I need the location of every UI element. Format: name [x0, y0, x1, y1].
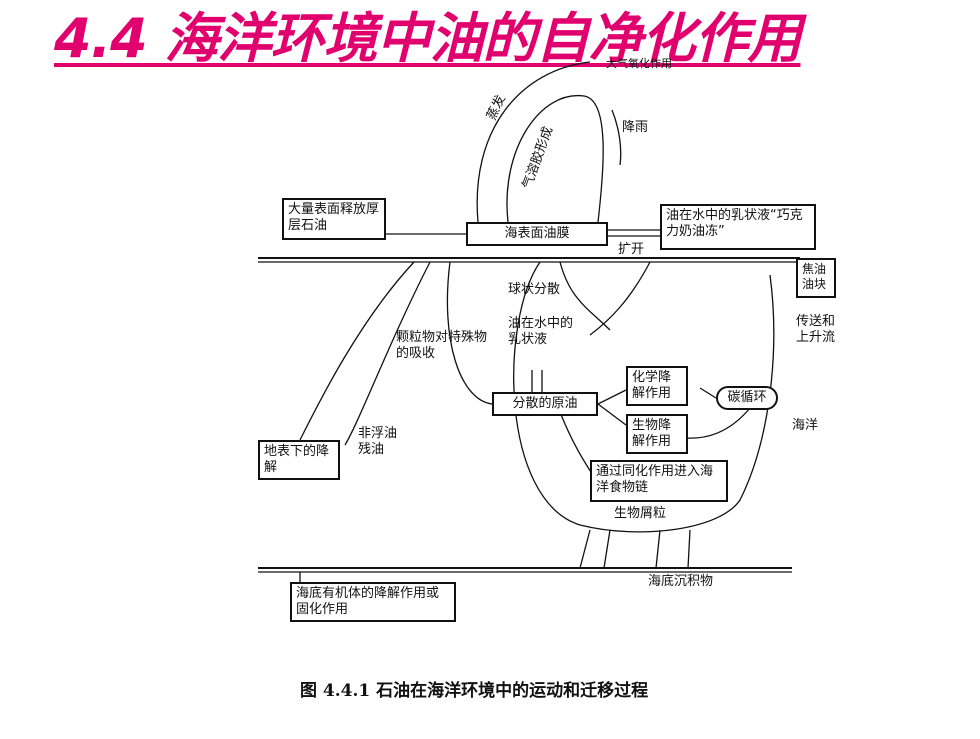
sediment-label: 海底沉积物: [648, 574, 714, 589]
dispersed-oil-box: 分散的原油: [492, 392, 598, 416]
seabed-degrade-box: 海底有机体的降解作用或固化作用: [290, 582, 456, 622]
spreading-label: 扩开: [618, 242, 645, 257]
subsurface-degrade-box: 地表下的降解: [258, 440, 340, 480]
bio-degrade-box: 生物降解作用: [626, 414, 688, 454]
surface-slick-box: 海表面油膜: [466, 222, 608, 246]
bio-debris-label: 生物屑粒: [614, 506, 667, 521]
nonfloating-label: 非浮油残油: [358, 426, 398, 457]
chem-degrade-box: 化学降解作用: [626, 366, 688, 406]
rain-label: 降雨: [622, 120, 649, 135]
food-chain-box: 通过同化作用进入海洋食物链: [590, 460, 728, 502]
carbon-cycle-box: 碳循环: [716, 386, 778, 410]
tar-ball-box: 焦油油块: [796, 258, 836, 298]
oil-in-water-label: 油在水中的乳状液: [508, 316, 574, 347]
spherical-dispersion-label: 球状分散: [508, 282, 561, 297]
slide-title: 4.4 海洋环境中油的自净化作用: [54, 7, 801, 70]
emulsion-box: 油在水中的乳状液“巧克力奶油冻”: [660, 204, 816, 250]
surface-release-box: 大量表面释放厚层石油: [282, 198, 386, 240]
ocean-label: 海洋: [792, 418, 819, 433]
photo-oxidation-label: 大气氧化作用: [606, 57, 672, 70]
figure-caption: 图 4.4.1 石油在海洋环境中的运动和迁移过程: [300, 681, 649, 701]
particle-absorb-label: 颗粒物对特殊物的吸收: [396, 330, 488, 361]
transport-label: 传送和上升流: [796, 314, 836, 345]
